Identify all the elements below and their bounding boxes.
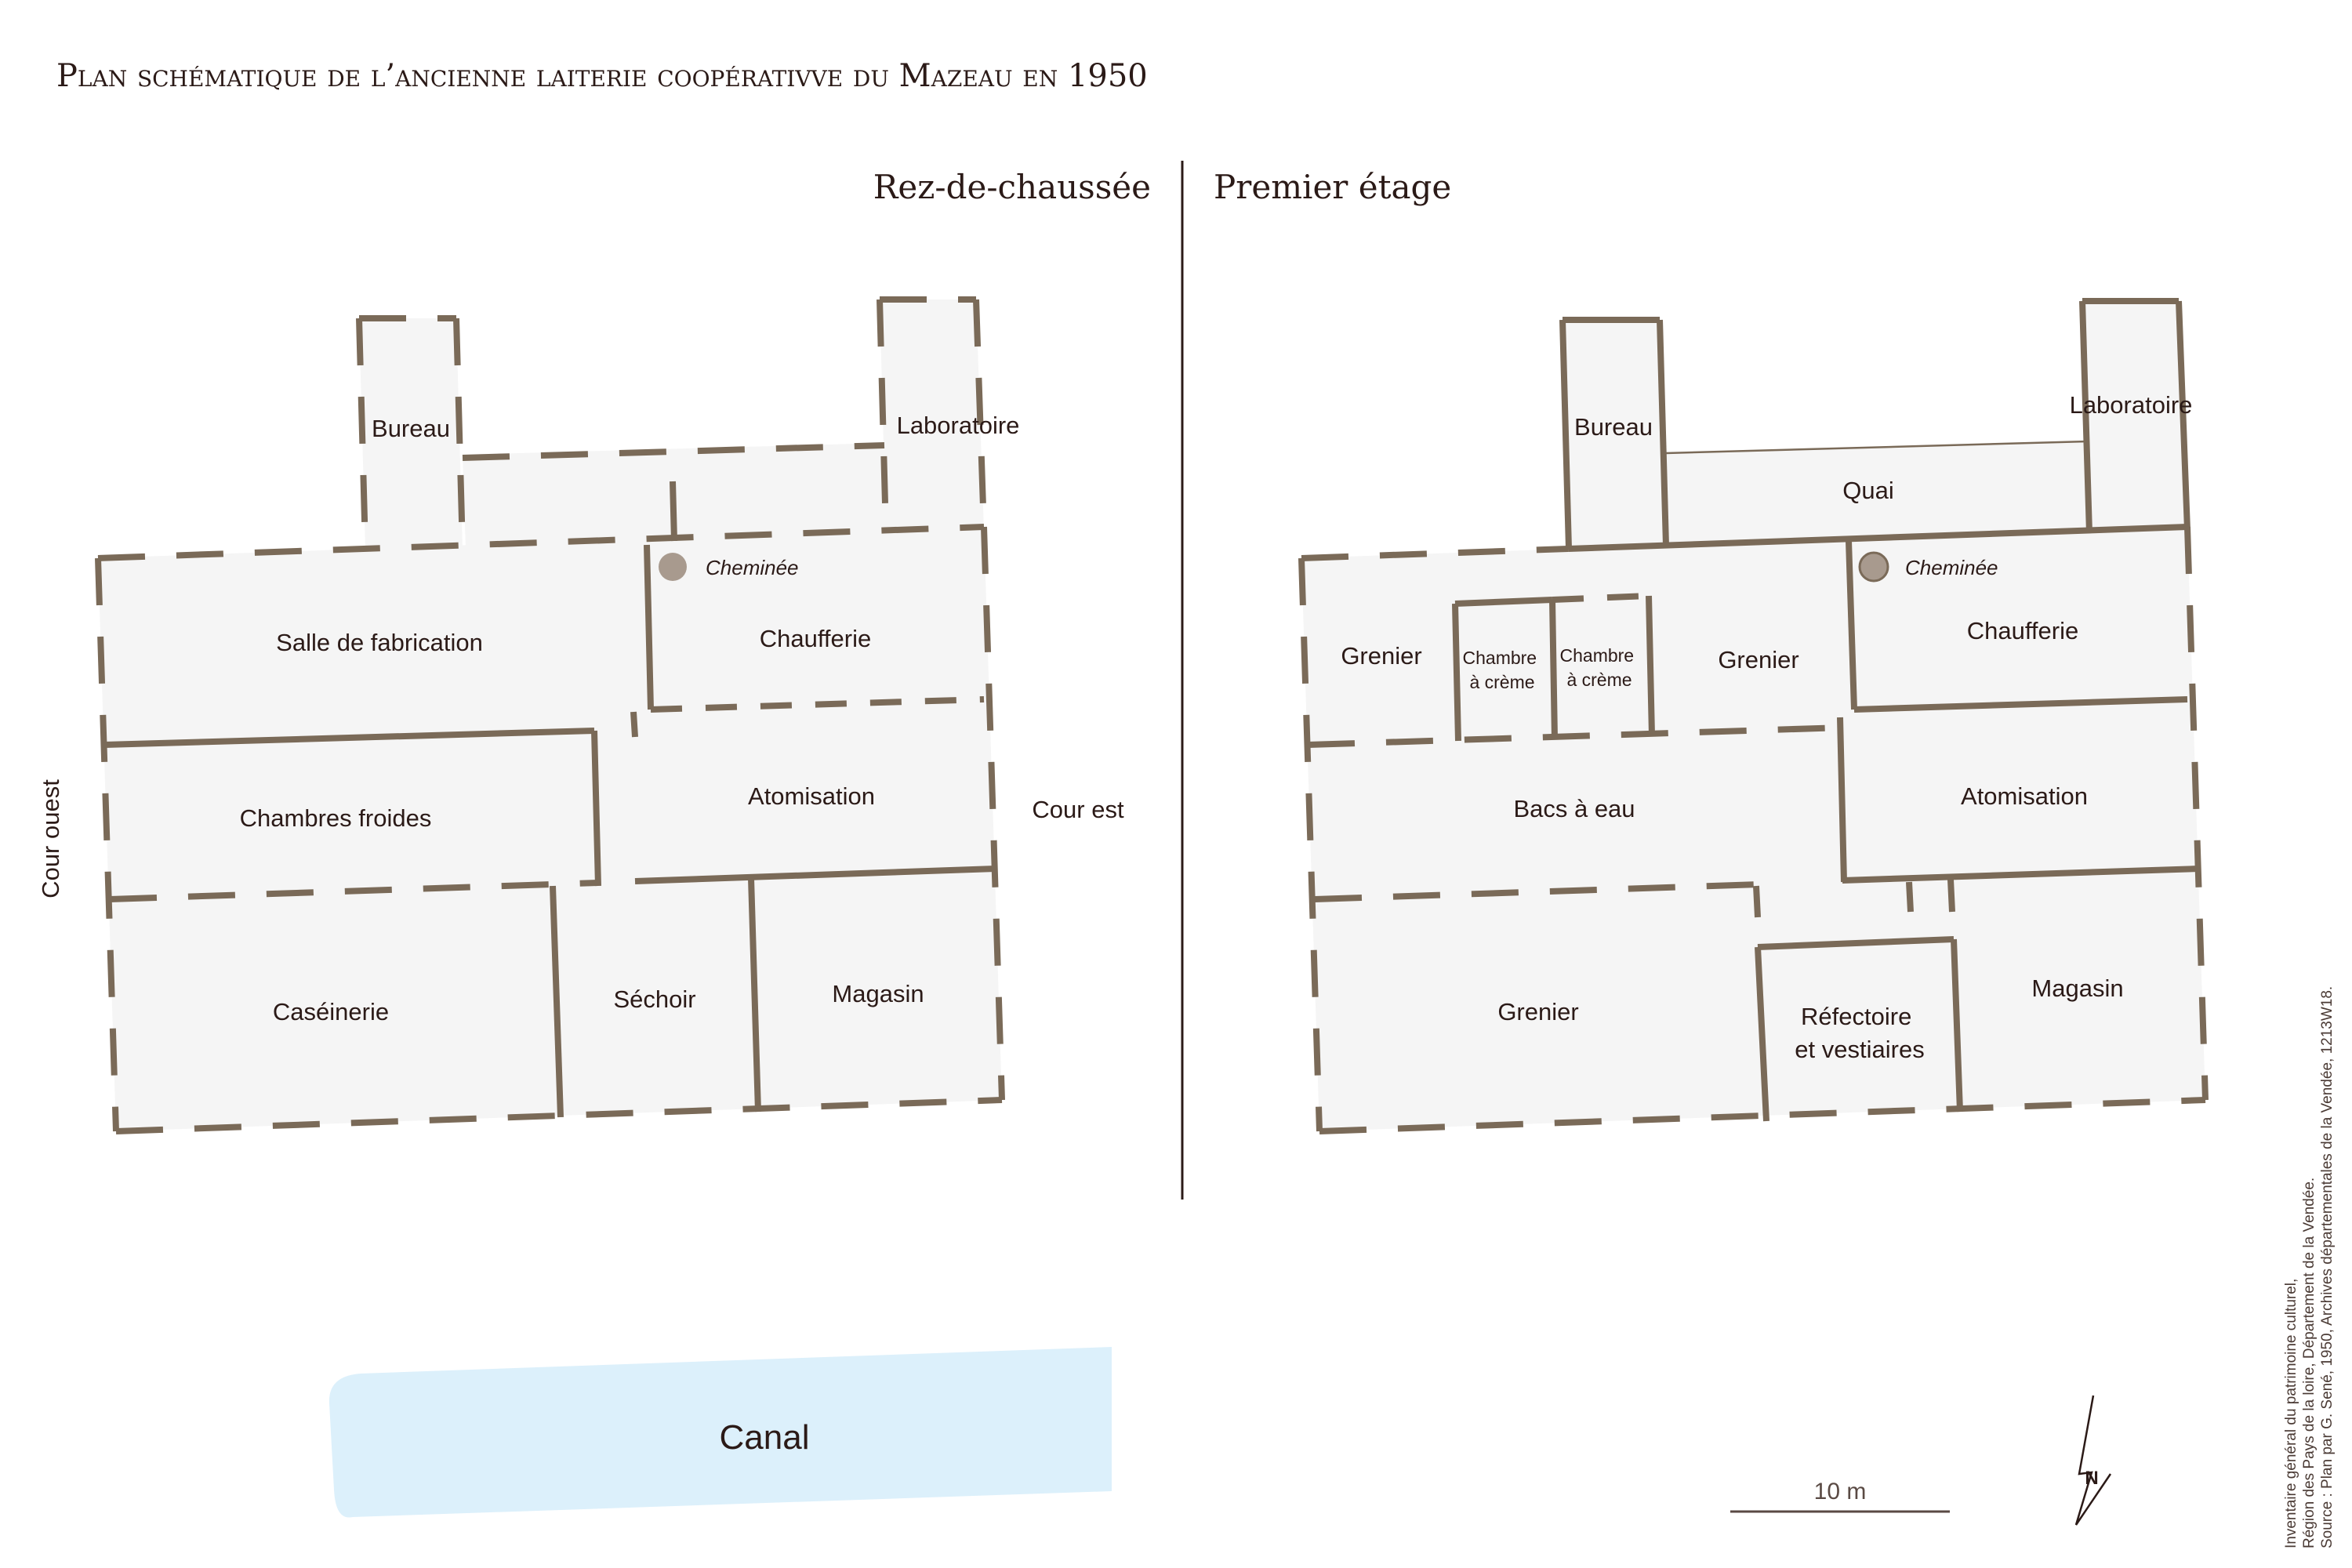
ground-chimney-icon	[659, 553, 687, 581]
first-room-magasin: Magasin	[2031, 975, 2123, 1002]
source-line-3: Source : Plan par G. Sené, 1950, Archive…	[2319, 986, 2336, 1548]
first-room-chambre-creme-2: Chambre à crème	[1560, 645, 1639, 690]
source-credit: Inventaire général du patrimoine culture…	[2283, 986, 2336, 1548]
first-room-quai: Quai	[1842, 477, 1893, 504]
ground-room-laboratoire: Laboratoire	[897, 412, 1020, 439]
section-first-floor: Premier étage	[1214, 168, 1451, 206]
first-room-laboratoire: Laboratoire	[2070, 391, 2193, 419]
first-main-floor	[1301, 527, 2205, 1131]
first-room-grenier-south: Grenier	[1497, 998, 1578, 1025]
first-room-bacs-a-eau: Bacs à eau	[1513, 795, 1635, 822]
first-room-grenier-middle: Grenier	[1718, 646, 1798, 673]
ground-room-chaufferie: Chaufferie	[760, 625, 871, 652]
first-lab-floor	[2082, 301, 2187, 533]
first-room-chambre-creme-1: Chambre à crème	[1463, 648, 1542, 692]
ground-room-magasin: Magasin	[832, 980, 924, 1007]
first-room-bureau: Bureau	[1574, 413, 1653, 441]
first-room-grenier-west: Grenier	[1341, 642, 1421, 670]
ground-room-atomisation: Atomisation	[748, 782, 875, 810]
cour-est-label: Cour est	[1032, 796, 1124, 823]
canal-shape	[328, 1347, 1112, 1518]
north-label: N	[2085, 1468, 2098, 1489]
first-bureau-floor	[1563, 320, 1666, 549]
source-line-2: Région des Pays de la loire, Département…	[2301, 1178, 2318, 1548]
page-title: Plan schématique de l’ancienne laiterie …	[56, 58, 1148, 94]
ground-bureau-floor	[359, 318, 463, 549]
ground-chimney-label: Cheminée	[706, 556, 799, 579]
first-room-atomisation: Atomisation	[1961, 782, 2088, 810]
ground-main-floor	[98, 527, 1002, 1131]
section-ground-floor: Rez-de-chaussée	[873, 168, 1151, 206]
ground-lab-floor	[880, 299, 984, 533]
ground-floor-plan: Cheminée Bureau Laboratoire Salle de fab…	[95, 296, 1020, 1134]
first-room-refectoire: Réfectoire et vestiaires	[1795, 1003, 1924, 1063]
ground-room-salle-fabrication: Salle de fabrication	[276, 629, 483, 656]
scale-label: 10 m	[1814, 1479, 1867, 1504]
ground-room-chambres-froides: Chambres froides	[240, 804, 432, 832]
ground-room-bureau: Bureau	[372, 415, 450, 442]
canal-label: Canal	[720, 1418, 810, 1457]
first-quai-floor	[1666, 441, 2089, 545]
ground-room-sechoir: Séchoir	[613, 985, 695, 1013]
first-chimney-icon	[1858, 551, 1889, 583]
first-floor-plan: Cheminée Bureau Laboratoire Quai Grenier…	[1298, 298, 2209, 1134]
source-line-1: Inventaire général du patrimoine culture…	[2283, 1279, 2299, 1548]
first-room-chaufferie: Chaufferie	[1967, 617, 2078, 644]
north-arrow-icon	[2074, 1395, 2112, 1526]
first-chimney-label: Cheminée	[1905, 556, 1998, 579]
cour-ouest-label: Cour ouest	[37, 779, 64, 898]
ground-room-caseinerie: Caséinerie	[273, 998, 389, 1025]
